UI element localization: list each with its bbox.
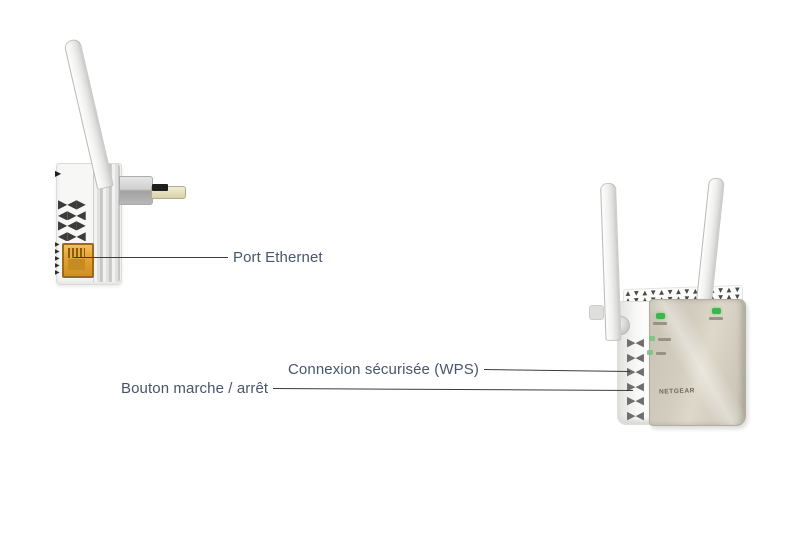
wps-led-icon <box>649 336 655 341</box>
front-face-sheen <box>650 300 745 425</box>
power-plug-body <box>119 176 153 205</box>
ethernet-port-label: Port Ethernet <box>233 249 323 266</box>
arrow-led-icon <box>647 350 653 355</box>
device-link-led-icon <box>712 308 721 314</box>
arrow-led-caption-mark <box>656 352 666 355</box>
vent-mini-icon: ▶ <box>55 242 60 248</box>
vent-mini-icon: ▶ <box>55 263 60 269</box>
power-plug-pin-insulation <box>152 184 168 191</box>
vent-mini-icon: ▶ <box>55 249 60 255</box>
vent-row-icon: ◀▶◀ <box>58 230 86 242</box>
router-led-caption-mark <box>653 322 667 325</box>
vent-row-icon: ▶◀▶ <box>58 199 86 210</box>
router-link-led-icon <box>656 313 665 319</box>
chevron-vent-icon: ▶◀ <box>627 351 644 364</box>
wps-label: Connexion sécurisée (WPS) <box>288 361 479 378</box>
vent-mini-icon: ▶ <box>55 270 60 276</box>
power-button-label: Bouton marche / arrêt <box>121 380 269 397</box>
wps-button: ▶◀ <box>627 366 644 378</box>
side-vent-grid: ▶◀▶ ◀▶◀ ▶◀▶ ◀▶◀ <box>58 199 96 241</box>
front-face <box>649 299 746 426</box>
side-panel-vents: ▶◀ ▶◀ ▶◀ ▶◀ ▶◀ ▶◀ <box>627 336 653 423</box>
vent-row-icon: ◀▶◀ <box>58 209 86 221</box>
wall-plug-nub <box>589 305 604 320</box>
device-led-caption-mark <box>709 317 723 320</box>
side-vent-mini-column: ▶ ▶ ▶ ▶ ▶ <box>55 242 63 277</box>
vent-mini-icon: ▶ <box>55 256 60 262</box>
wps-led-caption-mark <box>658 338 671 341</box>
power-leader-line <box>272 388 634 391</box>
chevron-vent-icon: ▶◀ <box>627 380 644 393</box>
ethernet-port-socket <box>68 259 85 270</box>
vent-corner-triangle-icon: ▶ <box>55 169 62 178</box>
ethernet-leader-line <box>74 257 228 258</box>
chevron-vent-icon: ▶◀ <box>627 337 644 349</box>
brand-logo: NETGEAR <box>658 387 696 396</box>
wps-leader-line <box>484 368 630 373</box>
ethernet-port-pins <box>68 248 85 258</box>
vent-row-icon: ▶◀▶ <box>58 220 86 231</box>
chevron-vent-icon: ▶◀ <box>627 409 644 422</box>
ethernet-port <box>62 243 94 278</box>
power-button: ▶◀ <box>627 395 644 407</box>
